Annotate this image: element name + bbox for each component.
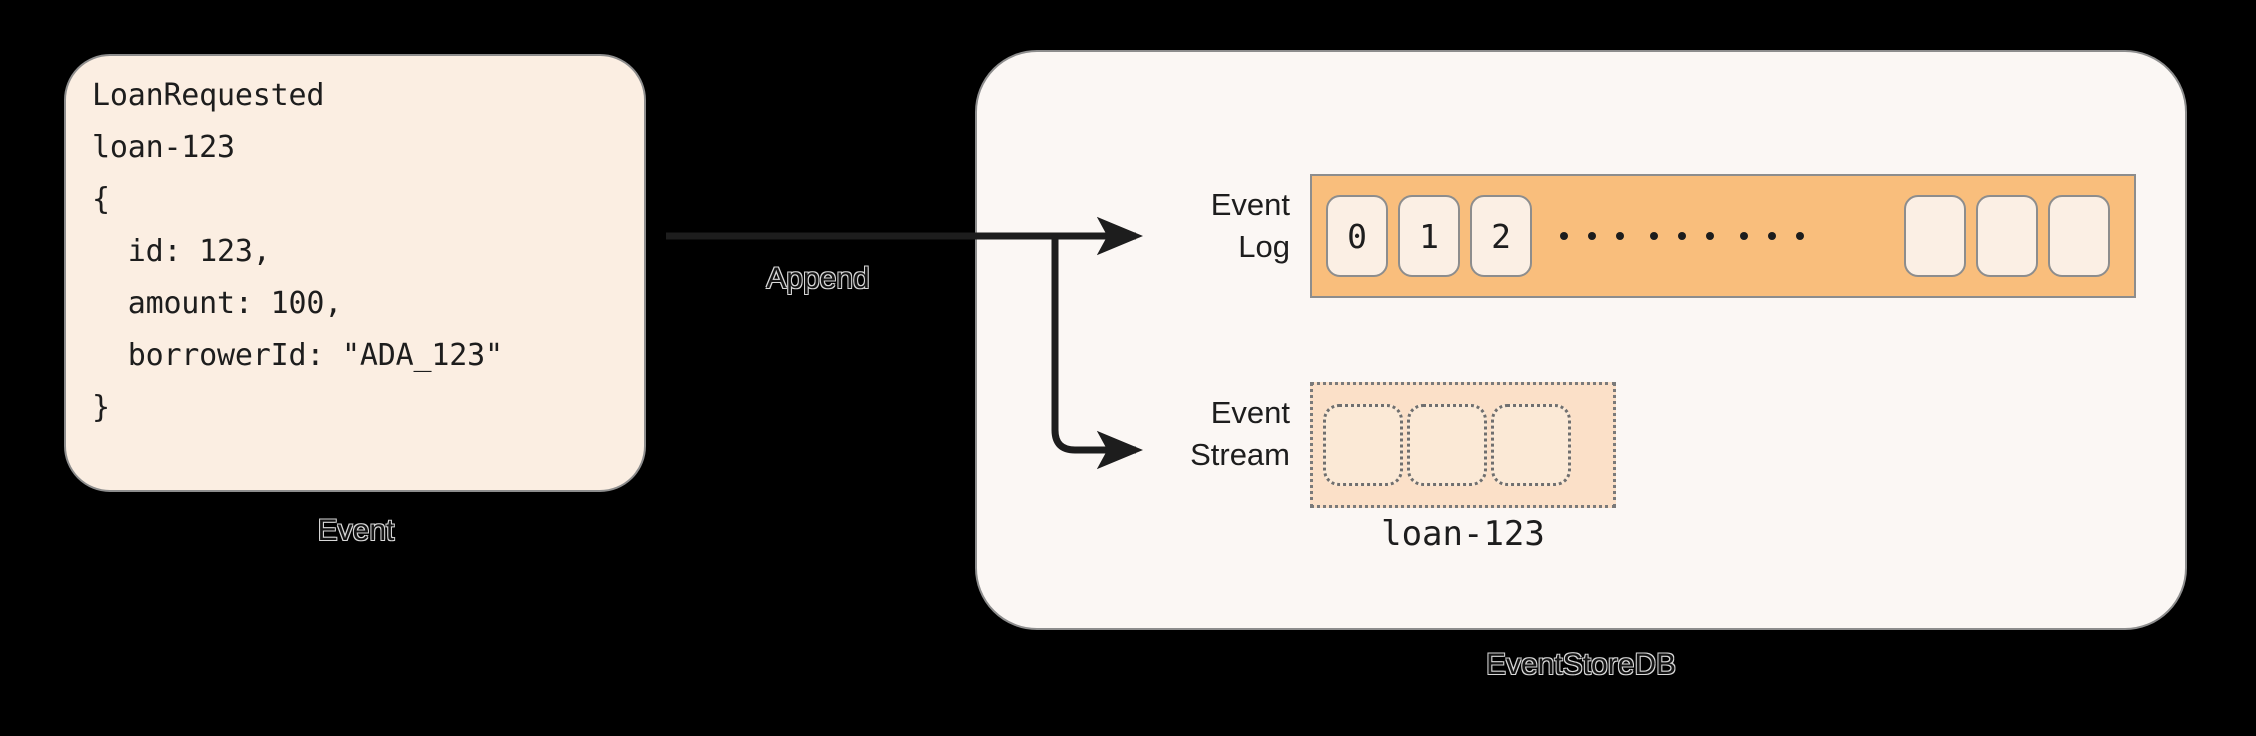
ellipsis-dot [1678,232,1686,240]
event-stream-label: Event Stream [1190,395,1290,472]
event-stream-cell[interactable] [1491,404,1571,486]
ellipsis-dot [1616,232,1624,240]
event-log-cell[interactable]: 2 [1470,195,1532,277]
ellipsis-dot [1768,232,1776,240]
event-payload-code: LoanRequested loan-123 { id: 123, amount… [92,78,503,425]
ellipsis-dot [1560,232,1568,240]
event-box: LoanRequested loan-123 { id: 123, amount… [64,54,646,492]
eventstoredb-box [975,50,2187,630]
event-stream-box [1310,382,1616,508]
event-log-bar: 0 1 2 [1310,174,2136,298]
event-log-label: Event Log [1210,187,1290,264]
event-log-empty-cell[interactable] [1976,195,2038,277]
ellipsis-dot-group [1650,232,1714,240]
ellipsis-dot-group [1560,232,1624,240]
event-stream-cell[interactable] [1407,404,1487,486]
ellipsis-dot [1588,232,1596,240]
ellipsis-dot [1650,232,1658,240]
event-log-empty-cell[interactable] [1904,195,1966,277]
event-log-ellipsis [1560,232,1804,240]
eventstoredb-caption: EventStoreDB [1485,648,1677,681]
event-stream-name: loan-123 [1381,514,1545,554]
ellipsis-dot [1706,232,1714,240]
ellipsis-dot [1796,232,1804,240]
ellipsis-dot-group [1740,232,1804,240]
append-label: Append [766,262,870,295]
event-stream-cell[interactable] [1323,404,1403,486]
event-log-cell[interactable]: 1 [1398,195,1460,277]
event-log-empty-cell[interactable] [2048,195,2110,277]
ellipsis-dot [1740,232,1748,240]
event-log-cell[interactable]: 0 [1326,195,1388,277]
event-caption: Event [317,514,395,547]
